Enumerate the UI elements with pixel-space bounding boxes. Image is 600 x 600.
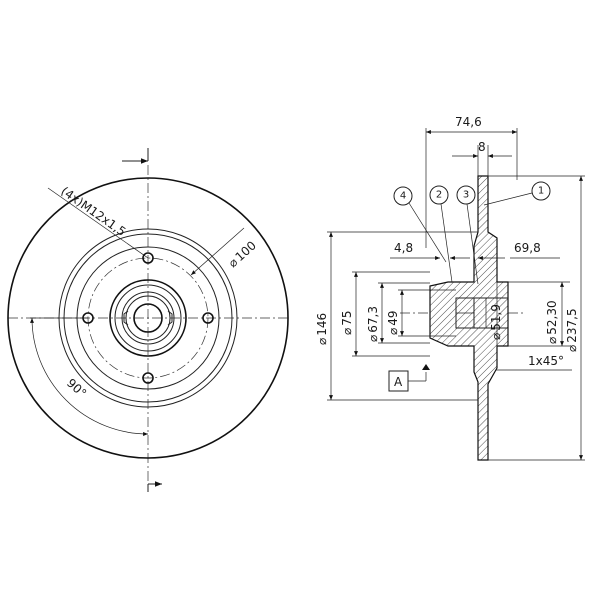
bolt-hole-top — [142, 252, 154, 264]
dim-74-6: 74,6 — [455, 115, 482, 129]
dim-237-5-label: ⌀237,5 — [565, 308, 579, 352]
svg-text:⌀146: ⌀146 — [315, 313, 329, 345]
thread-leader — [47, 187, 149, 259]
dim-146-label: ⌀146 — [315, 313, 329, 345]
svg-text:⌀51,9: ⌀51,9 — [489, 304, 503, 340]
dim-51-9-label: ⌀51,9 — [489, 304, 503, 340]
callout-4: 4 — [393, 186, 447, 263]
svg-text:⌀100: ⌀100 — [226, 238, 259, 270]
bolt-hole-right — [202, 312, 214, 324]
datum-triangle — [422, 364, 430, 370]
section-view: 74,6 8 4,8 69,8 ⌀146 ⌀75 ⌀67,3 ⌀49 — [315, 115, 585, 461]
svg-text:1: 1 — [538, 186, 544, 197]
datum-label: A — [394, 375, 403, 389]
dim-67-3-label: ⌀67,3 — [366, 306, 380, 342]
svg-text:⌀67,3: ⌀67,3 — [366, 306, 380, 342]
dim-49-label: ⌀49 — [386, 310, 400, 335]
callout-3: 3 — [456, 185, 479, 285]
disc-section-profile — [429, 175, 509, 461]
svg-text:3: 3 — [463, 190, 469, 201]
dim-8: 8 — [478, 140, 486, 154]
dim-75-label: ⌀75 — [340, 310, 354, 335]
dim-69-8: 69,8 — [514, 241, 541, 255]
svg-text:⌀49: ⌀49 — [386, 310, 400, 335]
callout-1: 1 — [483, 181, 551, 206]
angle-arc — [30, 317, 149, 436]
svg-text:⌀237,5: ⌀237,5 — [565, 308, 579, 352]
svg-text:2: 2 — [436, 190, 442, 201]
svg-text:⌀75: ⌀75 — [340, 310, 354, 335]
front-view: (4x)M12x1,5 ⌀100 90° — [7, 148, 290, 492]
pcd-leader — [190, 227, 245, 276]
disc-outer-edge — [7, 177, 289, 459]
thread-note: (4x)M12x1,5 — [58, 184, 128, 239]
dim-52-30-label: ⌀52,30 — [545, 300, 559, 344]
svg-text:4: 4 — [400, 191, 406, 202]
dim-4-8: 4,8 — [394, 241, 413, 255]
pcd-label: ⌀100 — [226, 238, 259, 270]
callout-2: 2 — [429, 185, 453, 283]
chamfer-note: 1x45° — [528, 354, 564, 368]
angle-label: 90° — [64, 376, 89, 401]
svg-text:⌀52,30: ⌀52,30 — [545, 300, 559, 344]
